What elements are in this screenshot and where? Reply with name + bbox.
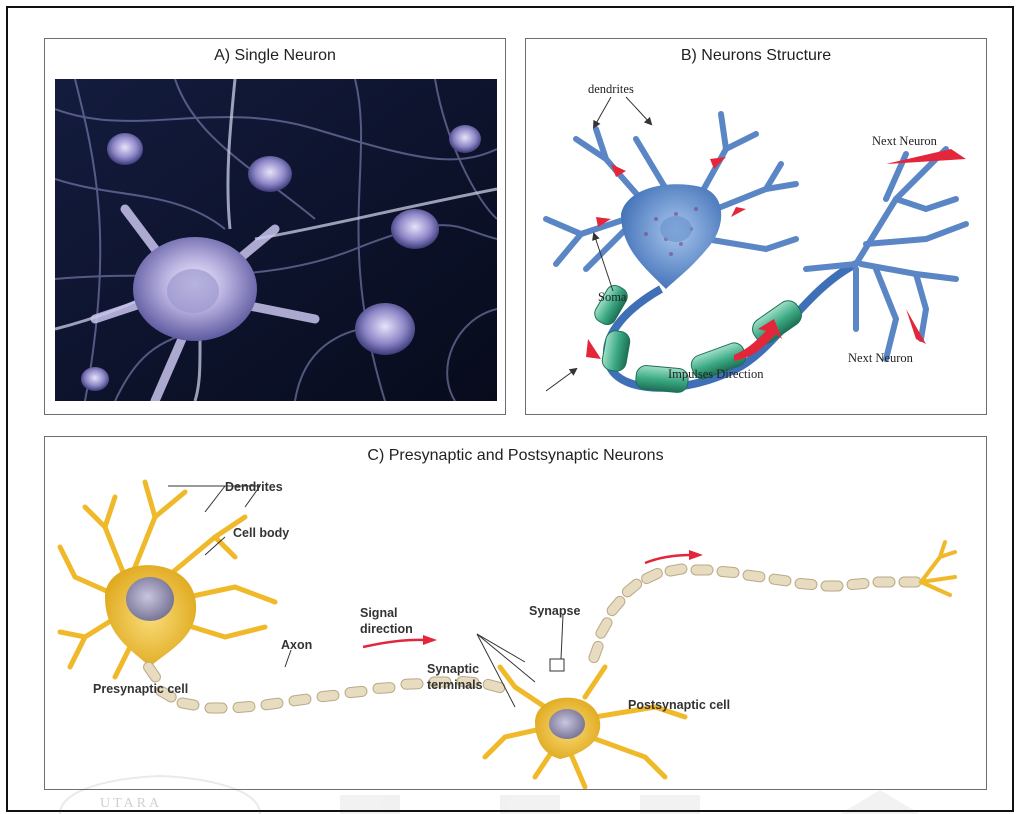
label-dendrites: dendrites — [588, 82, 634, 96]
label-synaptic-line2: terminals — [427, 678, 483, 692]
label-signal-line1: Signal — [360, 606, 398, 620]
panel-neuron-structure: B) Neurons Structure — [525, 38, 987, 415]
label-postsynaptic-cell: Postsynaptic cell — [628, 698, 730, 712]
panel-single-neuron: A) Single Neuron — [44, 38, 506, 415]
panel-a-title: A) Single Neuron — [45, 47, 505, 65]
label-signal-line2: direction — [360, 622, 413, 636]
label-next-neuron-bottom: Next Neuron — [848, 351, 914, 365]
neuron-photo — [55, 79, 497, 401]
neuron-structure-diagram: dendrites Soma Next Neuron Next Neuron I… — [526, 39, 987, 415]
synapse-diagram: Dendrites Cell body Signal direction Axo… — [45, 437, 987, 790]
label-axon: Axon — [281, 638, 312, 652]
label-next-neuron-top: Next Neuron — [872, 134, 938, 148]
label-dendrites: Dendrites — [225, 480, 283, 494]
label-soma: Soma — [598, 290, 627, 304]
label-synaptic-line1: Synaptic — [427, 662, 479, 676]
label-synapse: Synapse — [529, 604, 580, 618]
panel-presynaptic-postsynaptic: C) Presynaptic and Postsynaptic Neurons — [44, 436, 987, 790]
synapse-marker — [550, 659, 564, 671]
label-impulses-direction: Impulses Direction — [668, 367, 764, 381]
label-cell-body: Cell body — [233, 526, 289, 540]
label-presynaptic-cell: Presynaptic cell — [93, 682, 188, 696]
